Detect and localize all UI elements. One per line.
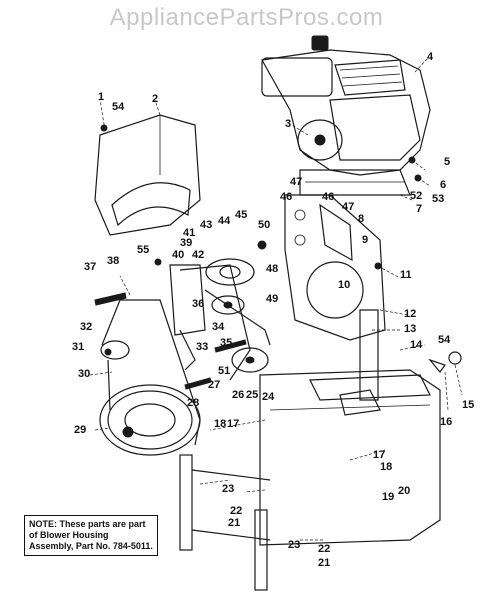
leader-lines xyxy=(89,57,463,541)
callout-labels: 1 54 2 4 3 5 6 53 52 7 47 46 46 47 8 9 1… xyxy=(72,51,474,569)
note-box: NOTE: These parts are part of Blower Hou… xyxy=(24,515,158,556)
belt-drive xyxy=(99,264,251,456)
watermark: AppliancePartsPros.com xyxy=(109,4,384,31)
callout: 48 xyxy=(266,263,278,275)
callout: 42 xyxy=(192,249,204,261)
callout: 51 xyxy=(218,365,230,377)
callout: 8 xyxy=(358,213,364,225)
callout: 43 xyxy=(200,219,212,231)
callout: 41 xyxy=(183,227,195,239)
callout: 6 xyxy=(440,179,446,191)
callout: 37 xyxy=(84,261,96,273)
callout: 22 xyxy=(230,505,242,517)
callout: 18 xyxy=(214,418,226,430)
callout: 11 xyxy=(400,269,412,281)
callout: 1 xyxy=(98,91,104,103)
callout: 16 xyxy=(440,416,452,428)
callout: 32 xyxy=(80,321,92,333)
callout: 53 xyxy=(432,193,444,205)
callout: 36 xyxy=(192,298,204,310)
callout: 46 xyxy=(280,191,292,203)
callout: 47 xyxy=(342,201,354,213)
frame-plate xyxy=(284,194,386,341)
callout: 26 xyxy=(232,389,244,401)
belt-cover xyxy=(94,114,201,236)
callout: 4 xyxy=(427,51,434,63)
callout: 31 xyxy=(72,341,84,353)
callout: 27 xyxy=(208,379,220,391)
callout: 45 xyxy=(235,209,247,221)
callout: 35 xyxy=(220,337,232,349)
callout: 19 xyxy=(382,491,394,503)
callout: 29 xyxy=(74,424,86,436)
callout: 14 xyxy=(410,339,423,351)
callout: 15 xyxy=(462,399,474,411)
callout: 38 xyxy=(107,255,119,267)
callout: 34 xyxy=(212,321,225,333)
pulley-assembly xyxy=(169,258,271,373)
callout: 52 xyxy=(410,190,422,202)
callout: 25 xyxy=(246,389,258,401)
callout: 7 xyxy=(416,203,422,215)
callout: 55 xyxy=(137,244,149,256)
callout: 2 xyxy=(152,93,158,105)
callout: 21 xyxy=(228,517,240,529)
callout: 49 xyxy=(266,293,278,305)
callout: 46 xyxy=(322,191,334,203)
callout: 33 xyxy=(196,341,208,353)
callout: 9 xyxy=(362,234,368,246)
callout: 40 xyxy=(172,249,184,261)
callout: 23 xyxy=(222,483,234,495)
callout: 17 xyxy=(373,449,385,461)
callout: 10 xyxy=(338,279,350,291)
callout: 23 xyxy=(288,539,300,551)
hardware xyxy=(94,124,422,390)
callout: 54 xyxy=(438,334,451,346)
callout: 17 xyxy=(227,418,239,430)
callout: 20 xyxy=(398,485,410,497)
callout: 3 xyxy=(285,118,291,130)
callout: 44 xyxy=(218,215,231,227)
callout: 13 xyxy=(404,323,416,335)
callout: 18 xyxy=(380,461,392,473)
callout: 24 xyxy=(262,391,275,403)
callout: 5 xyxy=(444,156,450,168)
callout: 30 xyxy=(78,368,90,380)
blower-housing xyxy=(179,309,462,591)
engine xyxy=(261,35,431,196)
callout: 28 xyxy=(187,397,199,409)
callout: 47 xyxy=(290,176,302,188)
callout: 21 xyxy=(318,557,330,569)
callout: 54 xyxy=(112,101,125,113)
callout: 39 xyxy=(180,237,192,249)
callout: 50 xyxy=(258,219,270,231)
callout: 12 xyxy=(404,308,416,320)
callout: 22 xyxy=(318,543,330,555)
